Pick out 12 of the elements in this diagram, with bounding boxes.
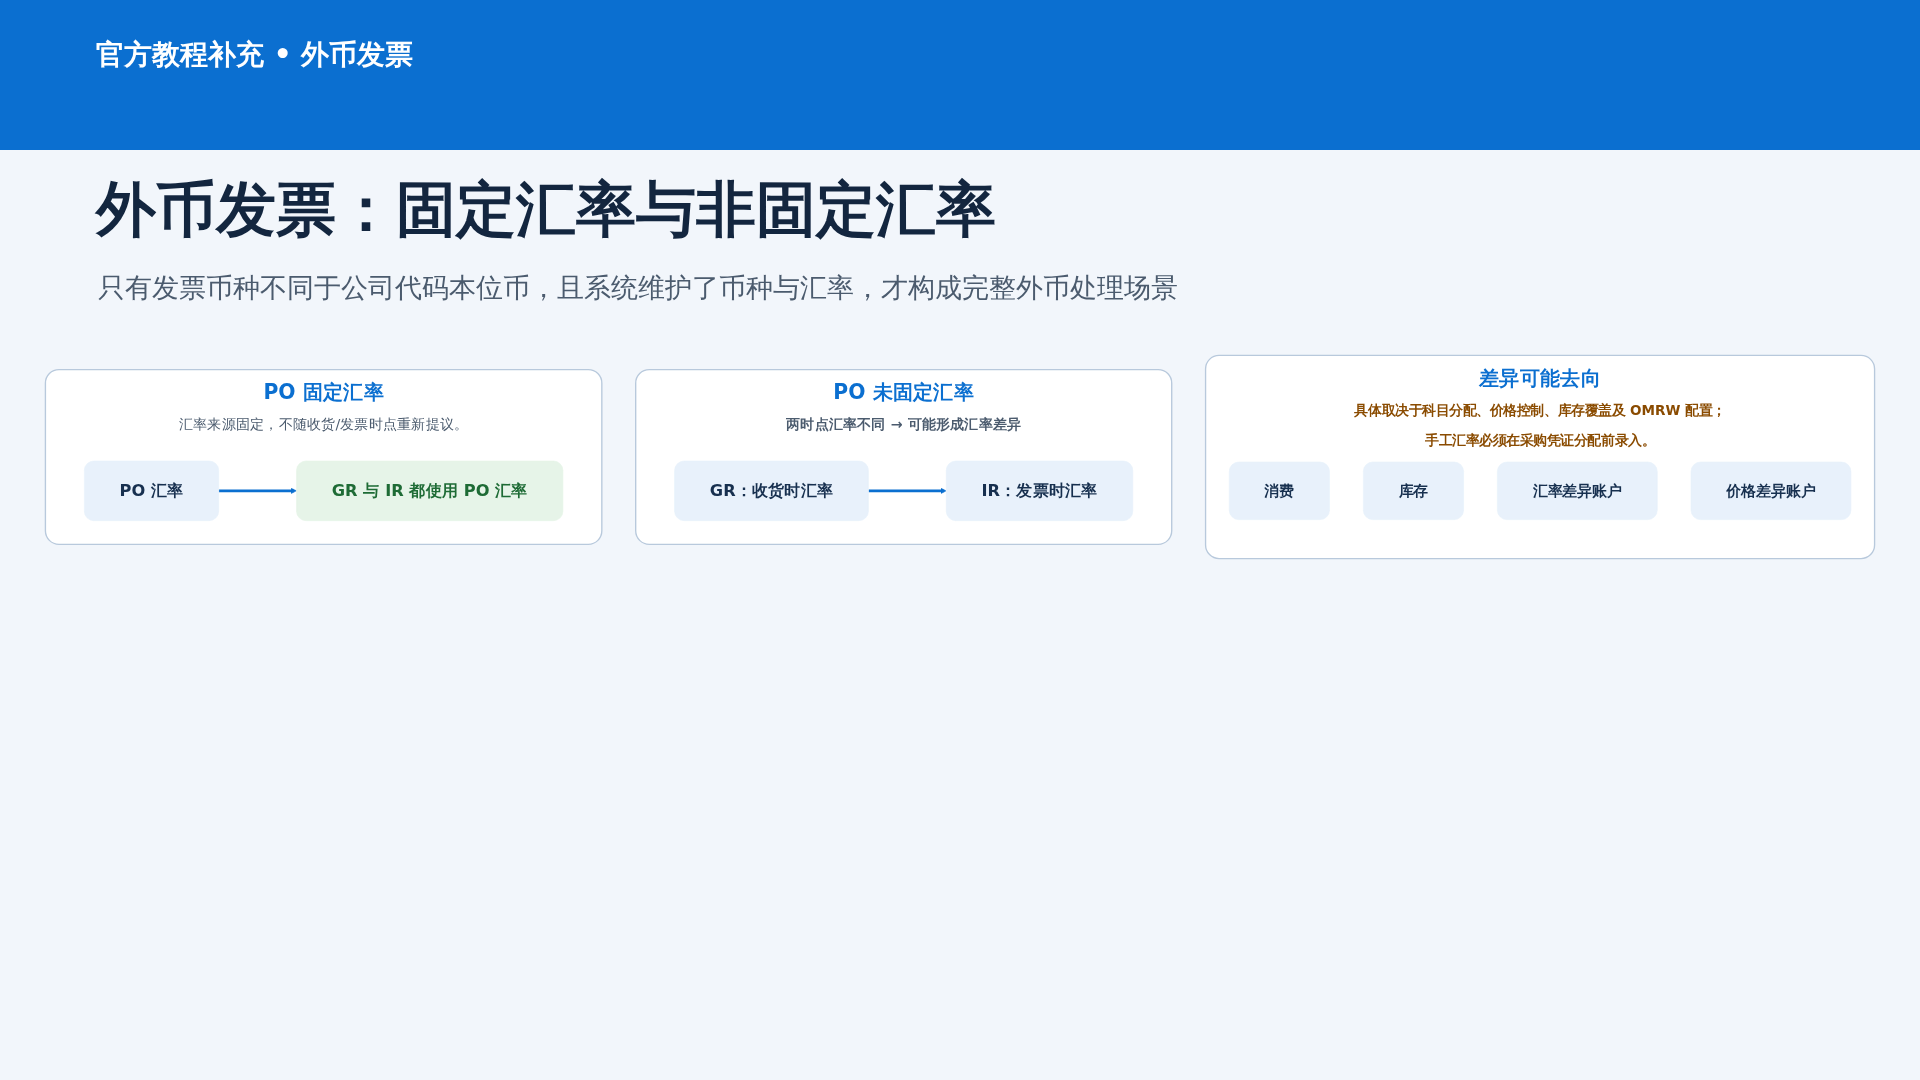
arrow [868,487,947,494]
header-text: 官方教程补充 • 外币发票 [96,37,414,73]
node-box: PO 汇率 [84,460,219,521]
node-box: 汇率差异账户 [1497,461,1658,520]
node-box: 价格差异账户 [1690,461,1852,520]
node-box: GR 与 IR 都使用 PO 汇率 [296,460,564,521]
subtitle: 只有发票币种不同于公司代码本位币，且系统维护了币种与汇率，才构成完整外币处理场景 [98,272,1178,303]
arrow [218,487,297,494]
node-box: GR：收货时汇率 [674,460,869,521]
node-box: IR：发票时汇率 [945,460,1134,521]
node-box: 消费 [1228,461,1330,520]
title: 外币发票：固定汇率与非固定汇率 [96,173,996,246]
